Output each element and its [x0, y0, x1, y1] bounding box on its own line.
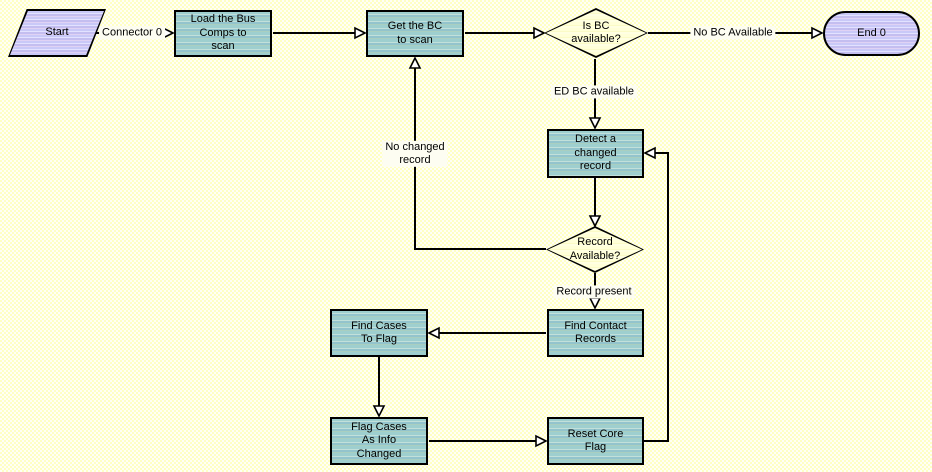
- arrowhead-right-icon: [533, 26, 546, 40]
- connector-reset-to-detect-line: [644, 152, 669, 442]
- connector-label-no-changed-record: No changed record: [382, 140, 448, 168]
- arrowhead-down-icon: [588, 215, 602, 228]
- arrowhead-down-icon: [588, 297, 602, 310]
- node-find-contact-records[interactable]: Find Contact Records: [547, 309, 644, 357]
- start-shape-fill: [10, 11, 104, 55]
- connector-record-to-get-line: [414, 67, 546, 250]
- connector-record-to-get[interactable]: [408, 56, 546, 250]
- node-detect-changed-record[interactable]: Detect a changed record: [547, 129, 644, 178]
- connector-label-connector0: Connector 0: [99, 26, 165, 40]
- connector-findcontact-to-findcases[interactable]: [427, 326, 546, 340]
- connector-label-ed-bc-available: ED BC available: [550, 85, 638, 99]
- node-reset-core-flag[interactable]: Reset Core Flag: [547, 417, 644, 465]
- node-find-cases-to-flag-label: Find Cases To Flag: [351, 319, 407, 345]
- node-detect-changed-record-label: Detect a changed record: [574, 133, 617, 173]
- connector-get-to-isbc[interactable]: [465, 26, 546, 40]
- node-record-available[interactable]: Record Available?: [546, 226, 644, 273]
- connector-load-to-get[interactable]: [273, 26, 367, 40]
- node-flag-cases-as-info-changed[interactable]: Flag Cases As Info Changed: [330, 417, 428, 465]
- arrowhead-left-icon: [643, 146, 656, 160]
- arrowhead-left-icon: [427, 326, 440, 340]
- node-is-bc-available-label: Is BC available?: [571, 19, 621, 45]
- node-record-available-label: Record Available?: [569, 236, 621, 262]
- node-find-cases-to-flag[interactable]: Find Cases To Flag: [330, 309, 428, 357]
- arrowhead-down-icon: [588, 117, 602, 130]
- node-start-label: Start: [45, 26, 69, 39]
- connector-detect-to-record[interactable]: [588, 178, 602, 228]
- node-get-bc-to-scan[interactable]: Get the BC to scan: [366, 10, 464, 57]
- arrowhead-right-icon: [811, 26, 824, 40]
- node-find-contact-records-label: Find Contact Records: [564, 319, 627, 345]
- connector-label-record-present: Record present: [553, 285, 635, 299]
- node-load-bus-comps[interactable]: Load the Bus Comps to scan: [174, 10, 272, 57]
- node-end0[interactable]: End 0: [823, 11, 920, 56]
- node-is-bc-available[interactable]: Is BC available?: [544, 8, 648, 58]
- arrowhead-right-icon: [354, 26, 367, 40]
- connector-flagcases-to-reset[interactable]: [429, 434, 548, 448]
- connector-reset-to-detect[interactable]: [643, 146, 669, 442]
- connector-label-no-bc-available: No BC Available: [690, 26, 776, 40]
- arrowhead-up-icon: [408, 56, 422, 69]
- connector-findcases-to-flagcases[interactable]: [372, 357, 386, 418]
- arrowhead-right-icon: [535, 434, 548, 448]
- node-load-bus-comps-label: Load the Bus Comps to scan: [190, 13, 256, 53]
- arrowhead-down-icon: [372, 405, 386, 418]
- node-get-bc-to-scan-label: Get the BC to scan: [387, 20, 443, 46]
- node-end0-label: End 0: [857, 26, 886, 39]
- node-start[interactable]: Start: [8, 9, 106, 57]
- node-reset-core-flag-label: Reset Core Flag: [567, 427, 624, 453]
- node-flag-cases-as-info-changed-label: Flag Cases As Info Changed: [351, 420, 407, 460]
